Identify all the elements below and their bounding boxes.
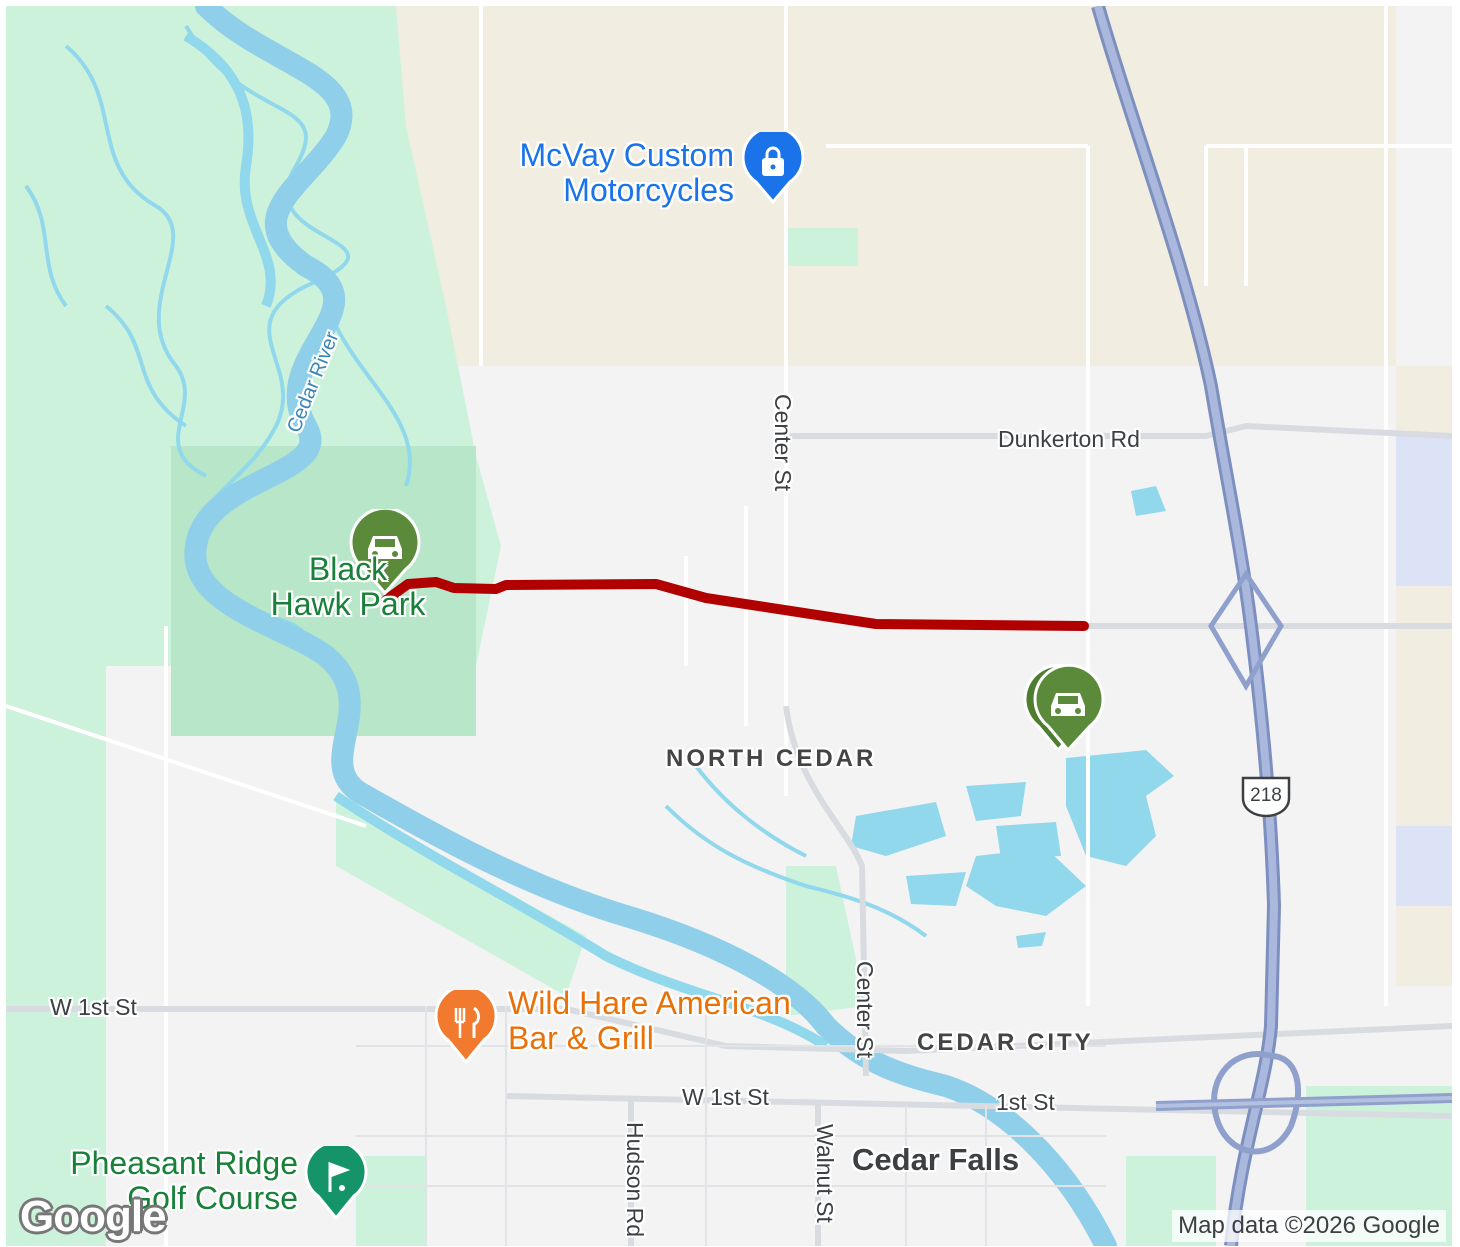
cedar-river-channel (333, 791, 829, 1051)
golf-icon[interactable] (304, 1146, 368, 1220)
lavender-area (1396, 826, 1452, 906)
neighborhood-label-cedar-city: CEDAR CITY (917, 1029, 1094, 1056)
road-label-center-st-south: Center St (852, 961, 878, 1059)
map-base-layer (6, 6, 1452, 1246)
park-area (786, 228, 858, 266)
car-icon[interactable] (348, 509, 422, 595)
poi-label-wild-hare[interactable]: Wild Hare American Bar & Grill (508, 985, 791, 1057)
city-label-cedar-falls: Cedar Falls (852, 1142, 1020, 1177)
car-icon[interactable] (1020, 662, 1110, 754)
road-label-center-st-north: Center St (770, 394, 796, 492)
poi-label-mcvay[interactable]: McVay Custom Motorcycles (519, 137, 734, 209)
farmland-area (386, 6, 1396, 366)
highway-shield-number: 218 (1250, 785, 1282, 806)
park-area (786, 866, 866, 1016)
road-label-1st-st-east: 1st St (996, 1089, 1055, 1115)
cedar-river-channel (183, 31, 276, 308)
route-line (381, 577, 1089, 631)
road-label-dunkerton: Dunkerton Rd (998, 426, 1140, 452)
lavender-area (1396, 436, 1452, 586)
neighborhood-label-north-cedar: NORTH CEDAR (666, 745, 877, 772)
park-area (336, 796, 586, 996)
shopping-bag-icon[interactable] (742, 132, 804, 204)
map-attribution[interactable]: Map data ©2026 Google (1172, 1210, 1446, 1242)
poi-label-black-hawk-park[interactable]: Black Hawk Park (270, 551, 426, 623)
map-canvas[interactable]: McVay Custom Motorcycles Black Hawk Park… (6, 6, 1452, 1246)
poi-label-pheasant-ridge[interactable]: Pheasant Ridge Golf Course (70, 1145, 298, 1217)
interchange (1211, 1051, 1302, 1155)
google-logo[interactable]: Google (20, 1192, 167, 1241)
cedar-river (184, 6, 1117, 1246)
road-label-w1st-west: W 1st St (50, 994, 137, 1020)
fork-knife-icon[interactable] (434, 990, 498, 1064)
highway-shield-icon: 218 (1241, 776, 1291, 818)
lakes (851, 486, 1174, 948)
park-area (356, 1156, 426, 1246)
road-label-walnut: Walnut St (812, 1124, 838, 1223)
interchange (1208, 569, 1284, 691)
road-label-hudson: Hudson Rd (622, 1122, 648, 1238)
road-label-w1st-middle: W 1st St (682, 1084, 769, 1110)
